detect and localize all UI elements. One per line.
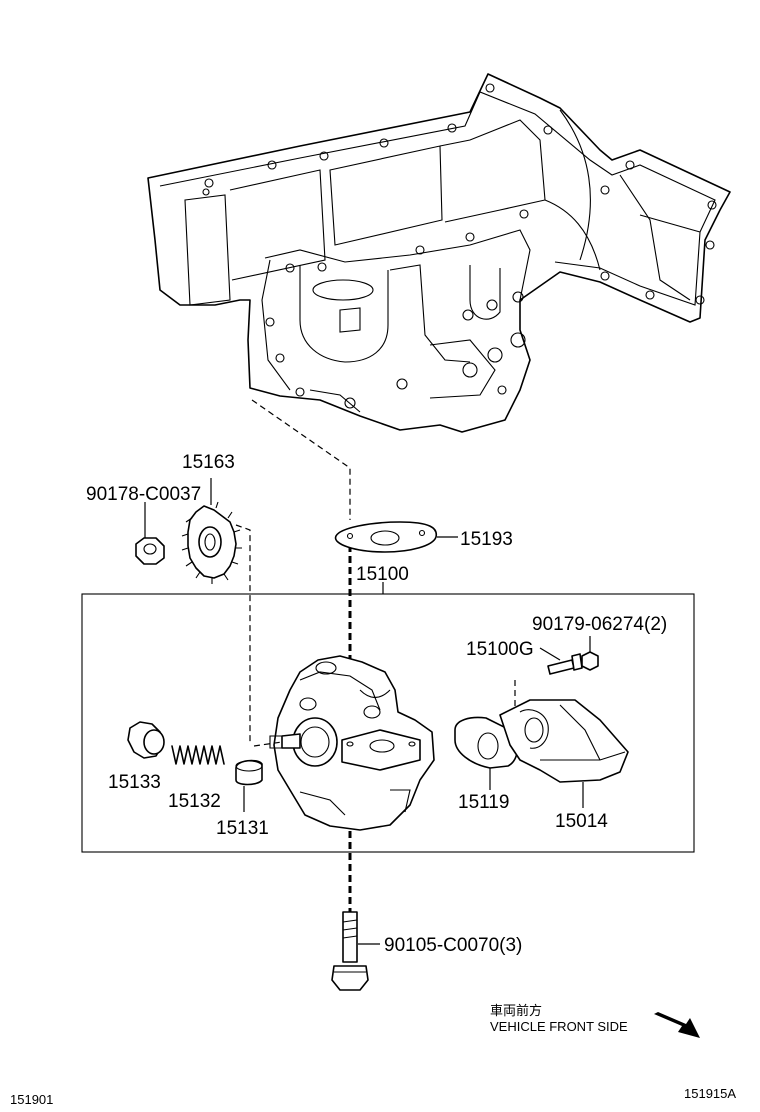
nut-90179 — [581, 636, 599, 671]
label-15133: 15133 — [108, 772, 161, 793]
sprocket-15163 — [181, 478, 242, 584]
bolt-15100G — [539, 647, 583, 675]
strainer-15014 — [499, 699, 629, 808]
valve-15131 — [235, 759, 263, 812]
bolt-90105 — [331, 911, 380, 991]
vehicle-front-arrow-icon — [654, 1012, 700, 1038]
label-15100G: 15100G — [466, 639, 534, 660]
label-90178-C0037: 90178-C0037 — [86, 484, 201, 505]
assembly-box-15100 — [81, 582, 695, 853]
plug-15133 — [127, 721, 165, 759]
label-15193: 15193 — [460, 529, 513, 550]
direction-label-english: VEHICLE FRONT SIDE — [490, 1019, 628, 1034]
assembly-guide-lines — [235, 399, 516, 915]
oil-pump-body — [269, 655, 435, 831]
label-15100: 15100 — [356, 564, 409, 585]
spring-15132 — [171, 745, 225, 765]
footer-code-left: 151901 — [10, 1092, 53, 1107]
gasket-15119 — [454, 716, 519, 790]
footer-code-right: 151915A — [684, 1086, 736, 1101]
nut-90178 — [135, 502, 165, 565]
gasket-15193 — [334, 521, 458, 553]
label-15119: 15119 — [458, 792, 509, 813]
label-15163: 15163 — [182, 452, 235, 473]
label-90179-06274: 90179-06274(2) — [532, 614, 667, 635]
pump-shaft — [253, 733, 301, 749]
direction-label-japanese: 車両前方 — [490, 1003, 542, 1019]
label-15131: 15131 — [216, 818, 269, 839]
oil-pan-housing — [147, 73, 731, 433]
label-15014: 15014 — [555, 811, 608, 832]
label-90105-C0070: 90105-C0070(3) — [384, 935, 522, 956]
label-15132: 15132 — [168, 791, 221, 812]
